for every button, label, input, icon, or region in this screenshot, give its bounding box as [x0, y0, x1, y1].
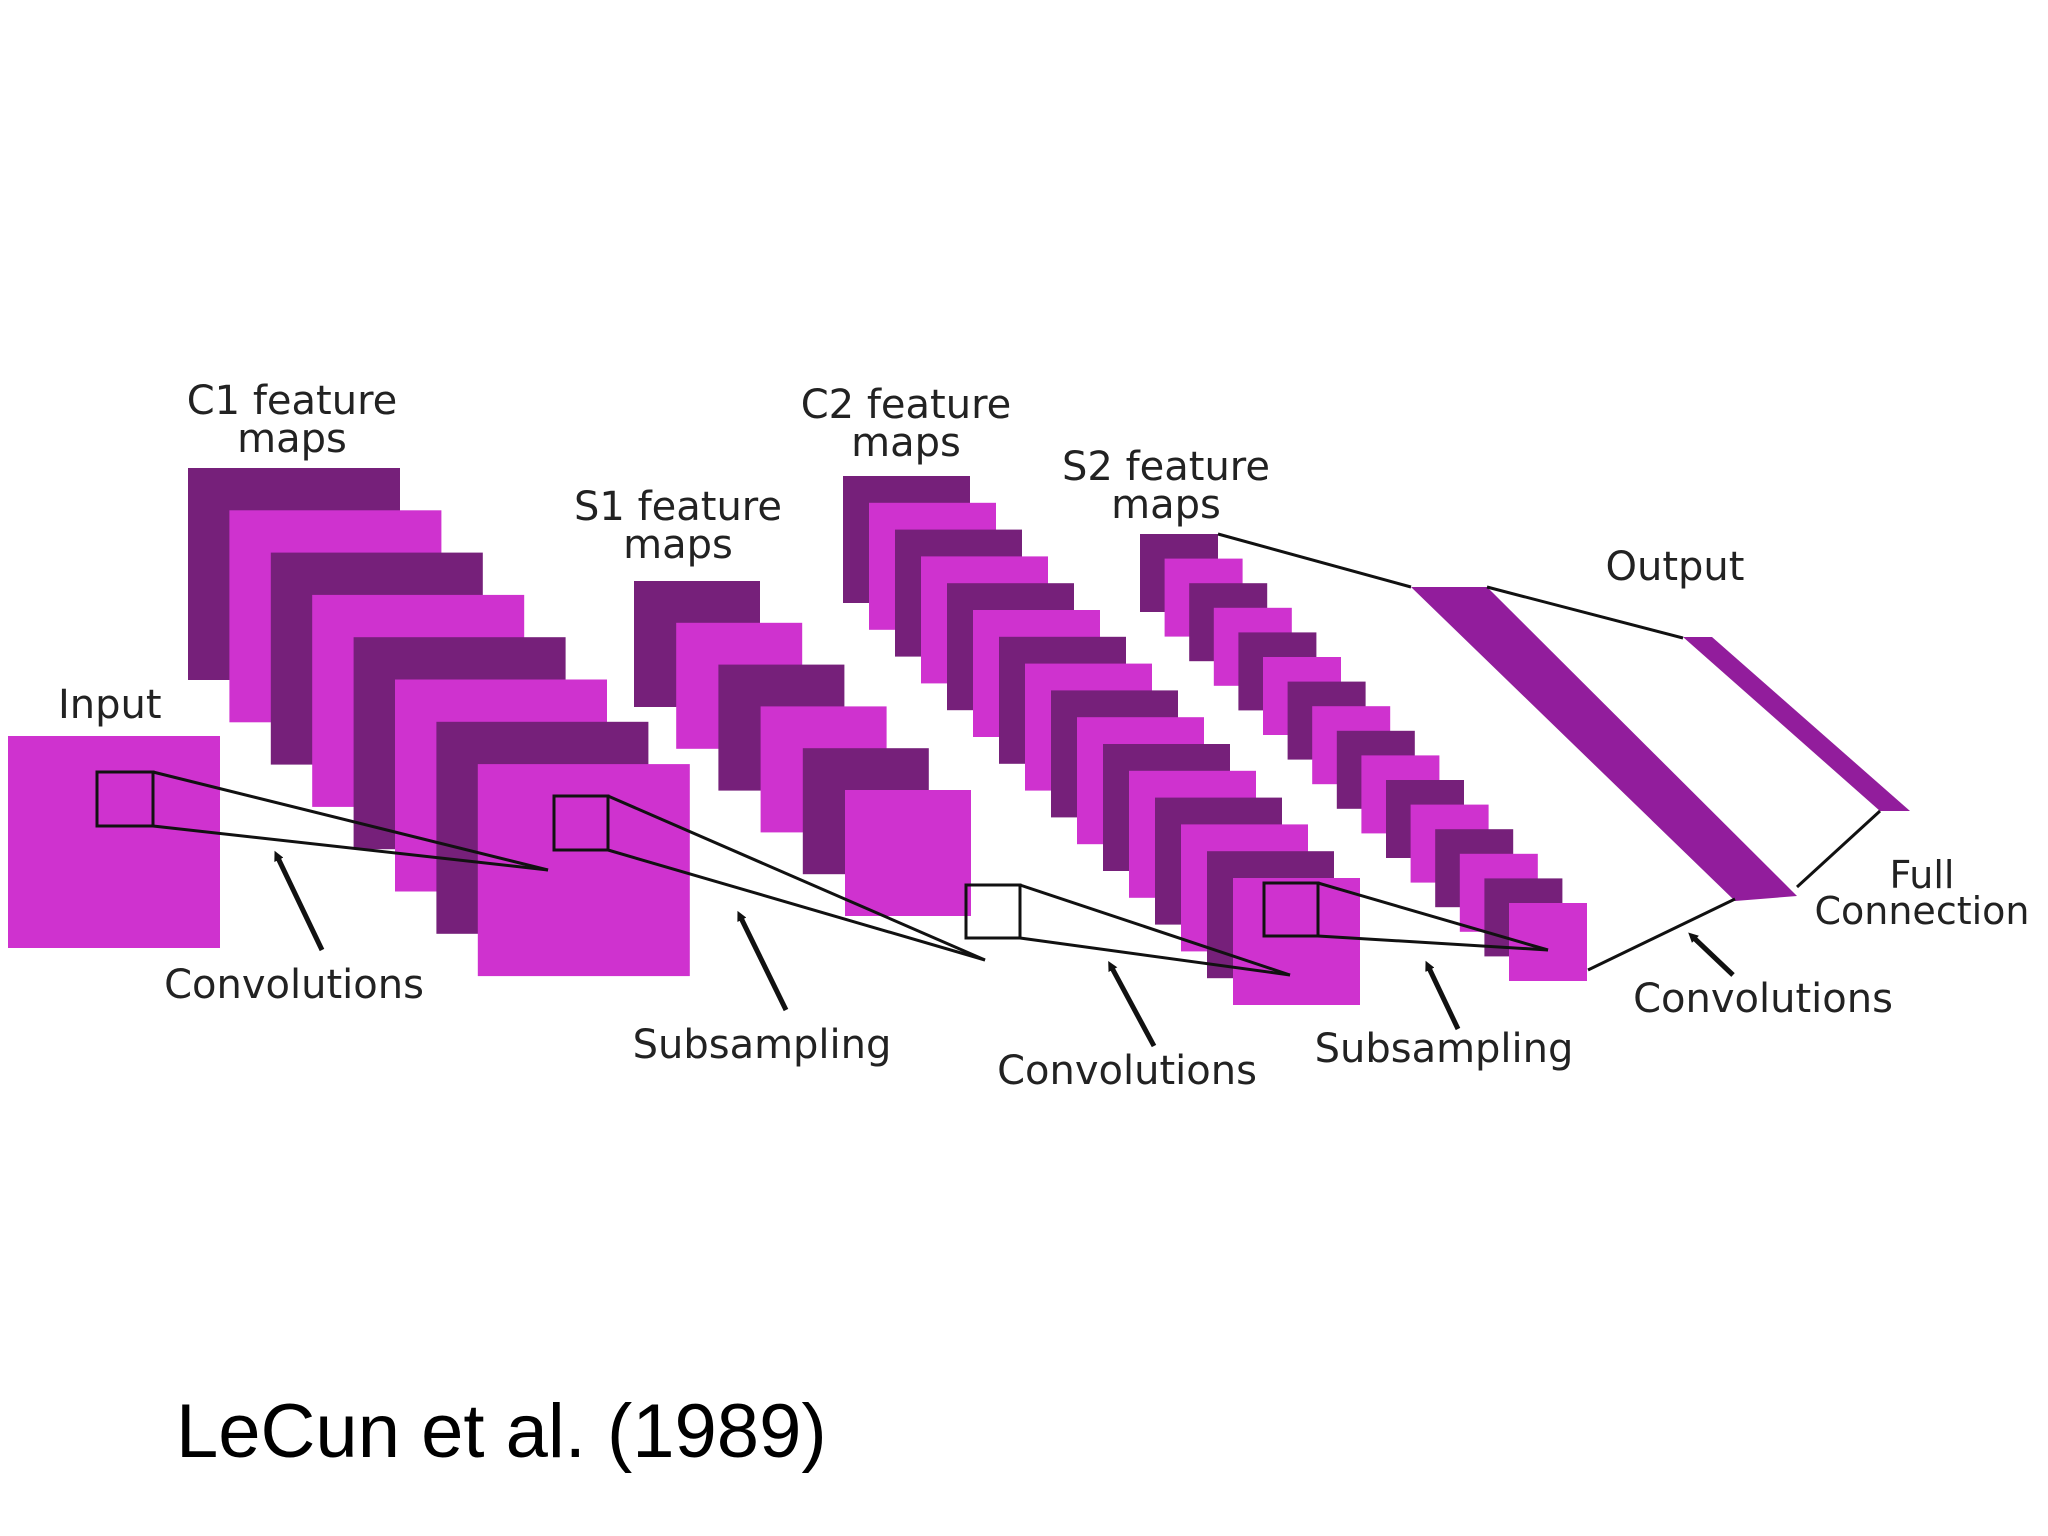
c2-receptive-field	[1262, 881, 1320, 938]
c2-map-16	[1233, 878, 1360, 1005]
c1-feature-maps-stack	[188, 468, 690, 977]
label-c2-line2: maps	[851, 420, 961, 466]
label-op-2: Subsampling	[633, 1022, 892, 1068]
s1-feature-maps-stack	[634, 581, 971, 916]
fully-connected-layer	[1411, 587, 1797, 901]
arrow-3	[1108, 960, 1157, 1048]
c2-feature-maps-stack	[843, 476, 1360, 1005]
input-image	[8, 736, 220, 948]
label-c1-line2: maps	[237, 416, 347, 462]
label-output: Output	[1606, 544, 1745, 590]
s1-receptive-field	[964, 883, 1022, 940]
output-layer	[1683, 637, 1910, 811]
arrow-1	[274, 850, 325, 952]
citation: LeCun et al. (1989)	[176, 1389, 827, 1474]
label-s1-line1: S1 feature	[574, 484, 782, 530]
arrow-4	[1425, 960, 1461, 1031]
label-op-3: Convolutions	[997, 1048, 1257, 1094]
label-c2-line1: C2 feature	[801, 382, 1012, 428]
label-c1-line1: C1 feature	[187, 378, 398, 424]
label-op-4: Subsampling	[1315, 1026, 1574, 1072]
label-full-line1: Full	[1890, 853, 1955, 897]
label-s2-line1: S2 feature	[1062, 444, 1270, 490]
arrow-2	[737, 910, 789, 1012]
input-receptive-field	[95, 770, 155, 828]
operation-arrows	[274, 850, 1735, 1048]
label-op-5: Convolutions	[1633, 976, 1893, 1022]
c1-receptive-field	[552, 794, 610, 852]
label-s2-line2: maps	[1111, 482, 1221, 528]
label-op-1: Convolutions	[164, 962, 424, 1008]
arrow-5	[1688, 932, 1735, 977]
label-input: Input	[58, 682, 162, 728]
label-full-line2: Connection	[1814, 889, 2029, 933]
s1-map-6	[845, 790, 971, 916]
c1-map-8	[477, 764, 690, 977]
label-s1-line2: maps	[623, 522, 733, 568]
projection-lines	[152, 532, 1882, 977]
